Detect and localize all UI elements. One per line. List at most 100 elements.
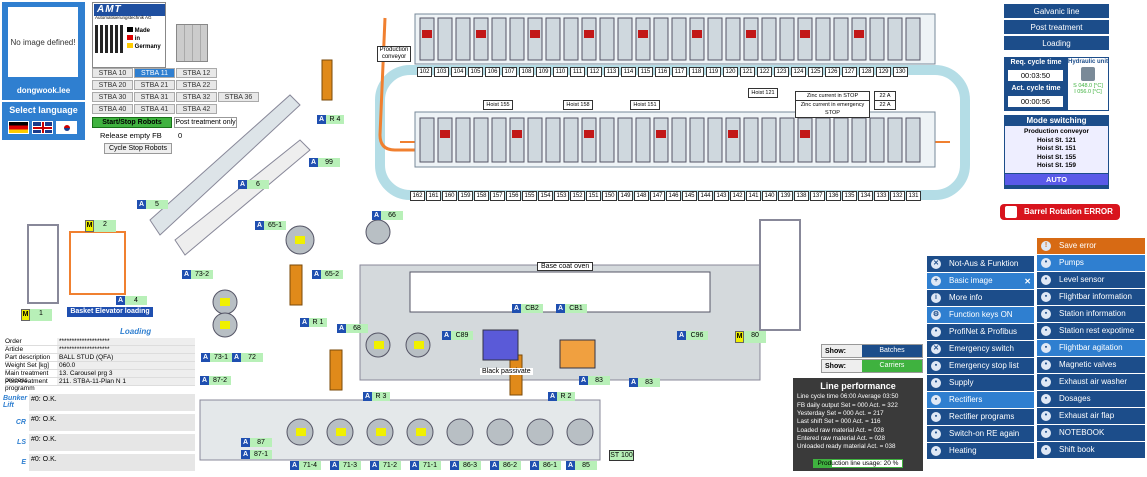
menu-not-aus[interactable]: ✕Not-Aus & Funktion Stopp [927,256,1034,284]
station-tag[interactable]: 115 [638,67,653,77]
stba-button[interactable]: STBA 32 [176,92,217,102]
station-tag[interactable]: 154 [538,191,553,201]
menu-rectifiers[interactable]: ▪Rectifiers [927,392,1034,408]
st-100-label[interactable]: ST 100 [609,450,634,461]
stba-button[interactable]: STBA 40 [92,104,133,114]
station-tag[interactable]: 119 [706,67,721,77]
stba-button-selected[interactable]: STBA 11 [134,68,175,78]
menu-level-sensor[interactable]: •Level sensor [1037,272,1145,288]
menu-dosages[interactable]: ▪Dosages [1037,391,1145,407]
station-tag[interactable]: 105 [468,67,483,77]
flag-korea-icon[interactable] [56,121,77,134]
mode-item[interactable]: Hoist St. 155 [1036,153,1076,161]
menu-function-keys[interactable]: ⚙Function keys ON [927,307,1034,323]
stba-button[interactable]: STBA 22 [176,80,217,90]
station-tag[interactable]: 133 [874,191,889,201]
station-tag[interactable]: 125 [808,67,823,77]
station-tag[interactable]: 138 [794,191,809,201]
station-tag[interactable]: 109 [536,67,551,77]
station-tag[interactable]: 149 [618,191,633,201]
station-tag[interactable]: 162 [410,191,425,201]
stba-button[interactable]: STBA 36 [218,92,259,102]
station-tag[interactable]: 151 [586,191,601,201]
station-tag[interactable]: 146 [666,191,681,201]
station-tag[interactable]: 112 [587,67,602,77]
station-tag[interactable]: 120 [723,67,738,77]
station-tag[interactable]: 158 [474,191,489,201]
menu-rectifier-programs[interactable]: ▪Rectifier programs [927,409,1034,425]
menu-pumps[interactable]: •Pumps [1037,255,1145,271]
station-tag[interactable]: 108 [519,67,534,77]
stba-button[interactable]: STBA 30 [92,92,133,102]
cycle-stop-robots-button[interactable]: Cycle Stop Robots [104,143,172,154]
hoist-label[interactable]: Hoist 151 [630,100,660,110]
menu-flightbar-agitation[interactable]: ▪Flightbar agitation [1037,340,1145,356]
station-tag[interactable]: 135 [842,191,857,201]
menu-station-rest-expotime[interactable]: ▪Station rest expotime [1037,323,1145,339]
station-tag[interactable]: 114 [621,67,636,77]
stba-button[interactable]: STBA 41 [134,104,175,114]
mode-item[interactable]: Hoist St. 121 [1036,136,1076,144]
station-tag[interactable]: 116 [655,67,670,77]
menu-profinet[interactable]: •ProfiNet & Profibus [927,324,1034,340]
menu-switch-on-re[interactable]: •Switch-on RE again [927,426,1034,442]
station-tag[interactable]: 159 [458,191,473,201]
flag-germany-icon[interactable] [8,121,29,134]
black-passivate-label[interactable]: Black passivate [480,368,533,375]
hoist-label[interactable]: Hoist 121 [748,88,778,98]
station-tag[interactable]: 140 [762,191,777,201]
station-tag[interactable]: 152 [570,191,585,201]
station-tag[interactable]: 131 [906,191,921,201]
barrel-rotation-error[interactable]: Barrel Rotation ERROR [1000,204,1120,220]
station-tag[interactable]: 103 [434,67,449,77]
station-tag[interactable]: 128 [859,67,874,77]
stba-button[interactable]: STBA 10 [92,68,133,78]
stba-button[interactable]: STBA 42 [176,104,217,114]
station-tag[interactable]: 127 [842,67,857,77]
menu-flightbar-information[interactable]: ▪Flightbar information [1037,289,1145,305]
station-tag[interactable]: 117 [672,67,687,77]
stba-button[interactable]: STBA 31 [134,92,175,102]
station-tag[interactable]: 155 [522,191,537,201]
station-tag[interactable]: 124 [791,67,806,77]
station-tag[interactable]: 136 [826,191,841,201]
post-treatment-only-toggle[interactable]: Post treatment only [174,117,237,128]
post-treatment-button[interactable]: Post treatment [1004,20,1109,36]
station-tag[interactable]: 160 [442,191,457,201]
galvanic-line-button[interactable]: Galvanic line [1004,4,1109,20]
menu-magnetic-valves[interactable]: •Magnetic valves [1037,357,1145,373]
station-tag[interactable]: 150 [602,191,617,201]
flag-uk-icon[interactable] [32,121,53,134]
basket-elevator-loading-label[interactable]: Basket Elevator loading [67,307,153,317]
station-tag[interactable]: 107 [502,67,517,77]
station-tag[interactable]: 143 [714,191,729,201]
show-batches-toggle[interactable]: Show: Batches [821,344,923,358]
menu-exhaust-air-flap[interactable]: •Exhaust air flap [1037,408,1145,424]
station-tag[interactable]: 144 [698,191,713,201]
station-tag[interactable]: 134 [858,191,873,201]
menu-station-information[interactable]: ▪Station information [1037,306,1145,322]
menu-heating[interactable]: ▪Heating [927,443,1034,459]
stba-button[interactable]: STBA 21 [134,80,175,90]
station-tag[interactable]: 161 [426,191,441,201]
